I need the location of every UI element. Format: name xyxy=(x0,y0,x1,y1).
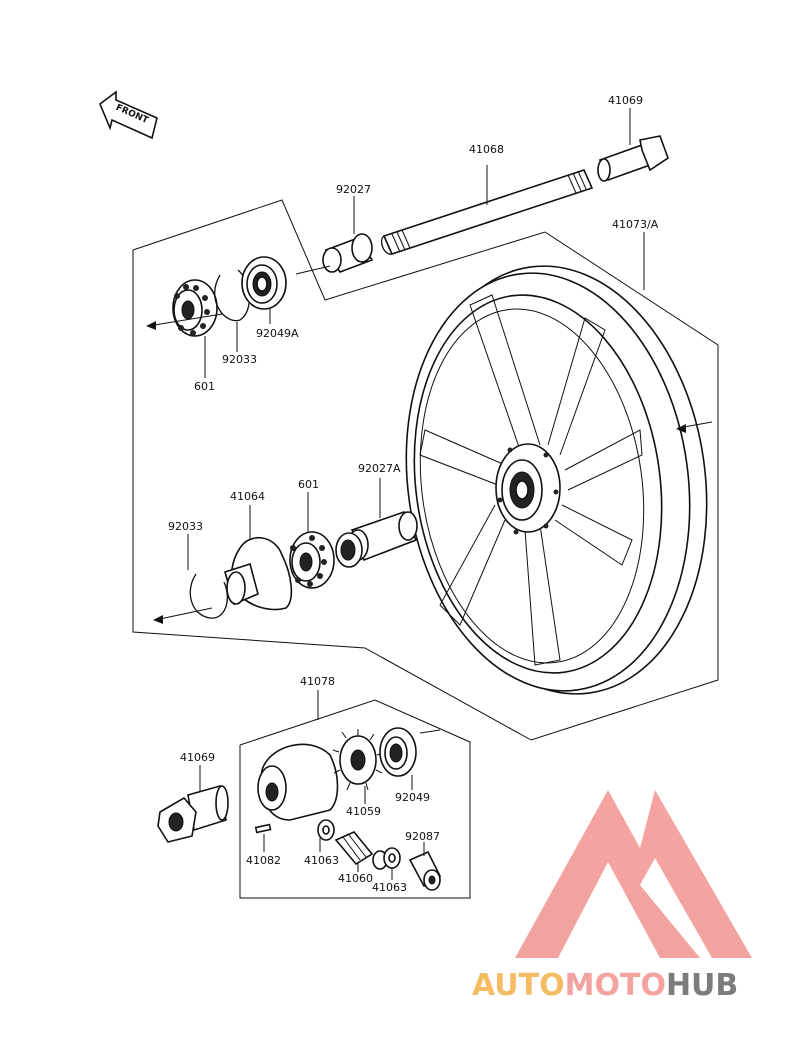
svg-text:AUTOMOTOHUB: AUTOMOTOHUB xyxy=(472,968,738,1003)
label-92033-mid: 92033 xyxy=(168,520,203,533)
pin-41082 xyxy=(254,823,272,852)
label-41063-right: 41063 xyxy=(372,881,407,894)
circlip-92033-mid xyxy=(187,534,228,619)
label-601-mid: 601 xyxy=(298,478,319,491)
meter-gear-housing-41078 xyxy=(257,690,339,821)
part-labels: 41069 41068 92027 41073/A 92049A 92033 6… xyxy=(168,94,659,894)
watermark-text-hub: HUB xyxy=(666,968,738,1003)
label-41059: 41059 xyxy=(346,805,381,818)
watermark-logo: AUTOMOTOHUB xyxy=(472,790,752,1003)
bearing-601-mid xyxy=(289,492,335,589)
collar-92027 xyxy=(322,196,374,273)
bearing-601-top xyxy=(172,279,218,378)
label-41060: 41060 xyxy=(338,872,373,885)
axle-41068 xyxy=(380,165,594,255)
label-41069-bottom: 41069 xyxy=(180,751,215,764)
label-92049A: 92049A xyxy=(256,327,299,340)
label-41064: 41064 xyxy=(230,490,265,503)
front-arrow-icon: FRONT xyxy=(99,90,158,140)
label-92087: 92087 xyxy=(405,830,440,843)
speedometer-drive-plate-41064 xyxy=(224,505,293,611)
direction-arrow-left-mid xyxy=(153,607,213,624)
meter-gear-41059 xyxy=(332,729,384,804)
meter-gear-outline xyxy=(239,699,471,899)
label-92027: 92027 xyxy=(336,183,371,196)
grease-seal-92049A xyxy=(241,256,287,324)
watermark-text-auto: AUTO xyxy=(472,968,565,1003)
label-41078: 41078 xyxy=(300,675,335,688)
wheel-area-outline xyxy=(132,199,719,741)
seal-ring-mid xyxy=(335,532,363,568)
washer-41063-left xyxy=(317,819,335,852)
grease-seal-92049 xyxy=(379,727,441,790)
label-601-top: 601 xyxy=(194,380,215,393)
meter-pinion-41060 xyxy=(334,831,388,872)
label-41063-left: 41063 xyxy=(304,854,339,867)
washer-41063-right xyxy=(383,847,401,880)
watermark-text-moto: MOTO xyxy=(565,968,666,1003)
label-92049: 92049 xyxy=(395,791,430,804)
label-92027A: 92027A xyxy=(358,462,401,475)
label-41073A: 41073/A xyxy=(612,218,659,231)
axle-nut-41069-bottom xyxy=(157,765,229,843)
label-92033-top: 92033 xyxy=(222,353,257,366)
axle-nut-41069-top xyxy=(597,108,669,182)
direction-arrow-left-top xyxy=(146,265,331,330)
watermark-logo-mark xyxy=(515,790,752,958)
label-41068: 41068 xyxy=(469,143,504,156)
bushing-92087 xyxy=(408,842,442,891)
label-41069-top: 41069 xyxy=(608,94,643,107)
cast-wheel-41073A xyxy=(405,232,713,695)
label-41082: 41082 xyxy=(246,854,281,867)
